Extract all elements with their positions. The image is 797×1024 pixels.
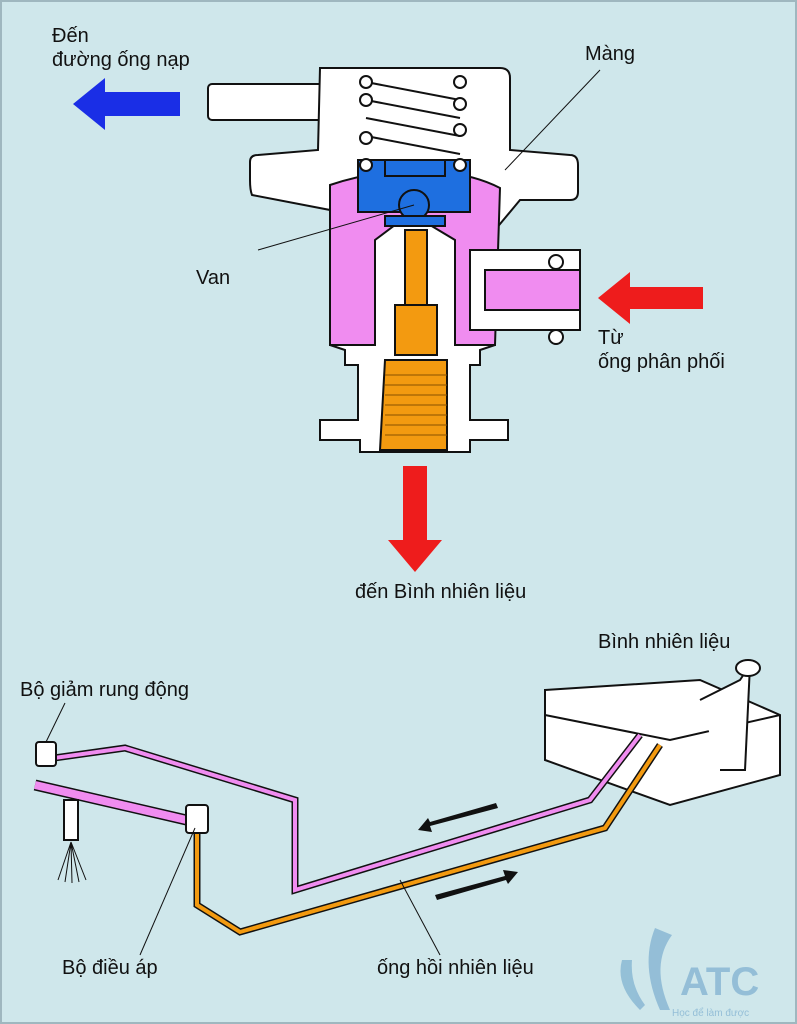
label-pressure-regulator: Bộ điều áp (62, 957, 158, 979)
label-to-tank: đến Bình nhiên liệu (355, 581, 527, 603)
label-fuel-tank: Bình nhiên liệu (598, 631, 731, 653)
label-from-rail-1: Từ (598, 327, 624, 349)
logo-tagline: Học để làm được (672, 1007, 749, 1019)
pressure-regulator-cutaway (207, 67, 581, 453)
label-return-line: ống hồi nhiên liệu (377, 957, 534, 979)
valve-leader (257, 204, 415, 251)
leader-lines (45, 702, 441, 956)
spring (359, 75, 467, 172)
label-diaphragm: Màng (585, 43, 636, 65)
label-pulsation-damper: Bộ giảm rung động (20, 679, 190, 701)
flow-arrows (418, 803, 518, 900)
thread-lines (385, 374, 447, 436)
injector-spray (57, 841, 87, 884)
atc-logo: ATC Học để làm được (620, 928, 759, 1019)
pressure-regulator-small (185, 804, 209, 834)
pulsation-damper (35, 741, 79, 841)
label-to-intake-2: đường ống nạp (52, 49, 190, 71)
diaphragm-leader (504, 69, 601, 171)
label-to-intake-1: Đến (52, 25, 89, 47)
label-from-rail-2: ống phân phối (598, 351, 725, 373)
inlet-arrow (598, 272, 703, 324)
label-valve: Van (196, 267, 231, 289)
logo-text: ATC (680, 960, 759, 1004)
fuel-tank (544, 659, 781, 807)
intake-arrow (73, 78, 180, 130)
outlet-arrow (388, 466, 442, 572)
